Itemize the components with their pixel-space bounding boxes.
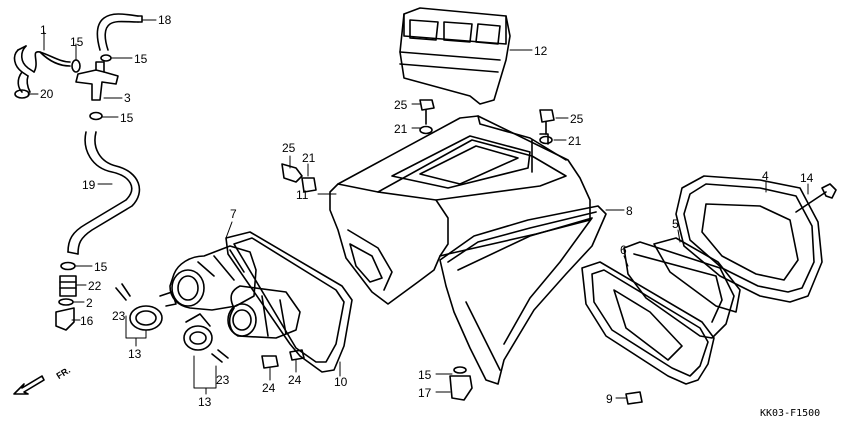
air-filter-4 xyxy=(675,175,823,303)
breather-tube-19 xyxy=(67,131,141,255)
callout-6: 6 xyxy=(620,243,627,257)
breather-hose-1 xyxy=(13,45,71,93)
callout-3: 3 xyxy=(124,91,131,105)
leader-lines xyxy=(27,19,809,399)
callout-18: 18 xyxy=(158,13,172,27)
callout-15: 15 xyxy=(120,111,134,125)
washer-21-left xyxy=(301,177,317,193)
clip-2 xyxy=(58,298,74,306)
callout-12: 12 xyxy=(534,44,548,58)
callout-11: 11 xyxy=(296,188,309,202)
clip-15-lower xyxy=(60,261,76,271)
bolt-25-center xyxy=(419,99,435,125)
clip-15-upper xyxy=(71,59,81,73)
band-13-upper xyxy=(115,283,177,331)
callout-25: 25 xyxy=(394,98,408,112)
callout-7: 7 xyxy=(230,207,237,221)
callout-24: 24 xyxy=(262,381,276,395)
grommet-9 xyxy=(625,391,643,405)
callout-15: 15 xyxy=(70,35,84,49)
callout-9: 9 xyxy=(606,392,613,406)
callout-10: 10 xyxy=(334,375,348,389)
callout-21: 21 xyxy=(394,122,408,136)
connecting-tube-7 xyxy=(169,245,301,339)
callout-15: 15 xyxy=(94,260,108,274)
callout-17: 17 xyxy=(418,386,432,400)
callout-22: 22 xyxy=(88,279,102,293)
drain-plug-17 xyxy=(449,375,473,401)
callout-5: 5 xyxy=(672,217,679,231)
air-cleaner-case-11 xyxy=(329,115,591,305)
callout-8: 8 xyxy=(626,204,633,218)
clip-15-mid xyxy=(89,111,103,121)
plug-22 xyxy=(59,275,77,297)
callout-16: 16 xyxy=(80,314,94,328)
cover-gasket-9-plate xyxy=(581,261,715,385)
clip-15-bottom xyxy=(453,366,467,374)
nut-24b xyxy=(289,349,305,361)
callout-25: 25 xyxy=(282,141,296,155)
callout-21: 21 xyxy=(568,134,582,148)
element-holder-6 xyxy=(623,241,735,339)
clip-15-top xyxy=(100,54,112,62)
callout-2: 2 xyxy=(86,296,93,310)
band-13-lower xyxy=(183,313,229,363)
callout-14: 14 xyxy=(800,171,814,185)
washer-21-right xyxy=(539,135,553,145)
callout-20: 20 xyxy=(40,87,54,101)
callout-21: 21 xyxy=(302,151,316,165)
callout-4: 4 xyxy=(762,169,769,183)
callout-19: 19 xyxy=(82,178,96,192)
callout-25: 25 xyxy=(570,112,584,126)
callout-23: 23 xyxy=(112,309,126,323)
callout-13: 13 xyxy=(198,395,212,409)
callout-13: 13 xyxy=(128,347,142,361)
callout-15: 15 xyxy=(134,52,148,66)
callout-1: 1 xyxy=(40,23,47,37)
callout-24: 24 xyxy=(288,373,302,387)
nut-24a xyxy=(261,355,279,369)
flange-plate xyxy=(225,231,353,373)
resonator-12 xyxy=(399,7,511,105)
bolt-25-right xyxy=(539,109,555,135)
front-direction-arrow xyxy=(13,375,45,395)
joint-3 xyxy=(75,61,119,101)
wing-bolt-14 xyxy=(795,183,837,213)
callout-23: 23 xyxy=(216,373,230,387)
seal-8 xyxy=(439,205,607,385)
diagram-code: KK03-F1500 xyxy=(760,408,821,419)
drain-16 xyxy=(55,307,75,331)
washer-21-center xyxy=(419,125,433,135)
breather-hose-18 xyxy=(96,13,143,51)
bolt-25-left xyxy=(281,163,303,183)
callout-15: 15 xyxy=(418,368,432,382)
